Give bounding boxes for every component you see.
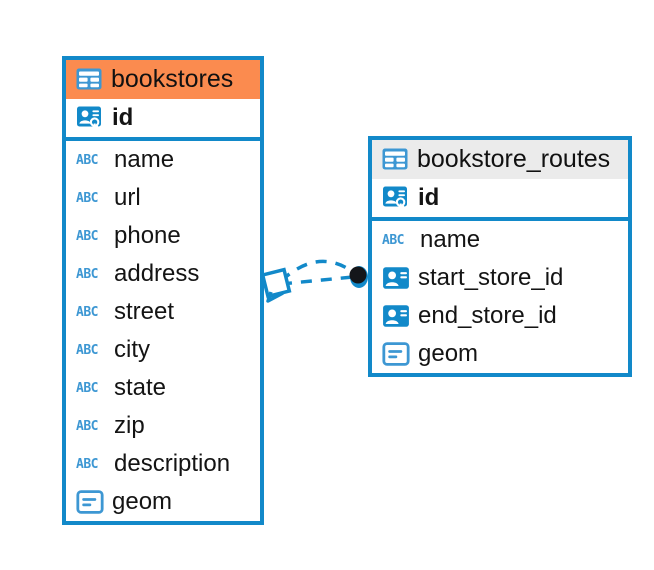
filled-circle-marker	[349, 266, 368, 288]
field-label: geom	[112, 488, 173, 516]
field-label: geom	[418, 340, 479, 368]
field-label: name	[420, 226, 481, 254]
field-row-name[interactable]: ABC name	[372, 221, 628, 259]
field-row-id[interactable]: id	[66, 99, 260, 137]
field-label: phone	[114, 222, 181, 250]
entity-title: bookstore_routes	[417, 145, 611, 173]
field-row-end-store-id[interactable]: end_store_id	[372, 297, 628, 335]
abc-text-icon: ABC	[76, 456, 98, 472]
field-label: url	[114, 184, 141, 212]
field-row-geom[interactable]: geom	[372, 335, 628, 373]
header-separator	[66, 137, 260, 142]
field-label: address	[114, 260, 200, 288]
field-label: street	[114, 298, 175, 326]
abc-text-icon: ABC	[76, 190, 98, 206]
foreign-key-icon	[383, 305, 409, 328]
entity-header-bookstore-routes[interactable]: bookstore_routes	[372, 140, 628, 180]
relationship-line-arc	[279, 259, 355, 283]
abc-text-icon: ABC	[76, 418, 98, 434]
diamond-marker	[260, 267, 292, 303]
abc-text-icon: ABC	[76, 380, 98, 396]
entity-header-bookstores[interactable]: bookstores	[66, 60, 260, 100]
entity-table-bookstore-routes[interactable]: bookstore_routes id ABC name	[368, 136, 632, 378]
field-row-url[interactable]: ABC url	[66, 179, 260, 217]
field-row-city[interactable]: ABC city	[66, 331, 260, 369]
field-row-zip[interactable]: ABC zip	[66, 407, 260, 445]
geometry-icon	[76, 490, 104, 514]
field-row-street[interactable]: ABC street	[66, 293, 260, 331]
field-row-address[interactable]: ABC address	[66, 255, 260, 293]
table-icon	[76, 68, 102, 90]
header-separator	[372, 217, 628, 222]
primary-key-icon	[383, 186, 407, 211]
abc-text-icon: ABC	[76, 228, 98, 244]
primary-key-icon	[77, 106, 101, 131]
abc-text-icon: ABC	[382, 232, 404, 248]
field-row-start-store-id[interactable]: start_store_id	[372, 259, 628, 297]
table-icon	[382, 148, 408, 170]
field-label: city	[114, 336, 150, 364]
field-row-phone[interactable]: ABC phone	[66, 217, 260, 255]
entity-title: bookstores	[111, 65, 234, 93]
field-label: start_store_id	[418, 264, 564, 292]
field-row-id[interactable]: id	[372, 179, 628, 217]
relationship-line-straight	[280, 275, 354, 286]
field-row-name[interactable]: ABC name	[66, 141, 260, 179]
abc-text-icon: ABC	[76, 152, 98, 168]
field-label: id	[418, 184, 440, 212]
field-row-geom[interactable]: geom	[66, 483, 260, 521]
field-label: id	[112, 104, 134, 132]
field-row-state[interactable]: ABC state	[66, 369, 260, 407]
field-label: end_store_id	[418, 302, 557, 330]
geometry-icon	[382, 342, 410, 366]
field-label: zip	[114, 412, 145, 440]
foreign-key-icon	[383, 267, 409, 290]
abc-text-icon: ABC	[76, 342, 98, 358]
field-row-description[interactable]: ABC description	[66, 445, 260, 483]
abc-text-icon: ABC	[76, 266, 98, 282]
abc-text-icon: ABC	[76, 304, 98, 320]
field-label: name	[114, 146, 175, 174]
field-label: state	[114, 374, 167, 402]
entity-table-bookstores[interactable]: bookstores id ABC name ABC url	[62, 56, 264, 526]
field-label: description	[114, 450, 231, 478]
